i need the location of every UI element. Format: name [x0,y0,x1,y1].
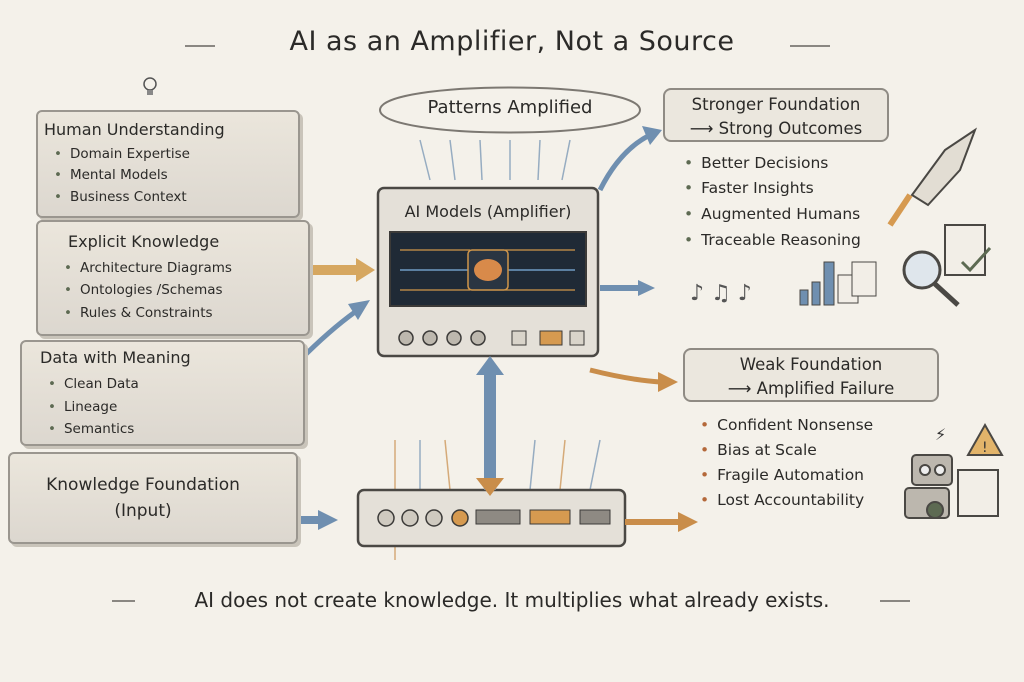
magnifier-icon [902,250,960,307]
human-understanding-panel: Human Understanding Domain Expertise Men… [36,110,300,218]
document-check-icon [944,224,992,276]
foundation-sublabel: (Input) [114,501,172,521]
list-item: Augmented Humans [684,205,860,223]
list-item: Lineage [48,399,117,415]
panel-title: Data with Meaning [40,348,191,367]
list-item: Architecture Diagrams [64,260,232,276]
ai-models-label: AI Models (Amplifier) [404,202,572,221]
list-item: Ontologies /Schemas [64,282,223,298]
list-item: Mental Models [54,167,168,183]
ai-model-monitor [376,186,600,358]
arrow-right-icon: ⟶ [689,119,719,138]
foundation-label: Knowledge Foundation [46,475,240,495]
svg-text:!: ! [982,440,988,456]
strong-line2: Strong Outcomes [718,119,863,138]
warning-icon: ! [966,422,1004,456]
patterns-amplified-label: Patterns Amplified [427,97,593,118]
list-item: Domain Expertise [54,146,190,162]
broken-robot-icon [904,454,999,519]
list-item: Confident Nonsense [700,416,873,434]
weak-line1: Weak Foundation [739,355,883,374]
brain-icon [474,259,502,281]
list-item: Semantics [48,421,134,437]
list-item: Business Context [54,189,187,205]
list-item: Rules & Constraints [64,305,213,321]
amplified-failure-box: Weak Foundation ⟶ Amplified Failure [683,348,939,402]
rocket-icon [887,127,978,227]
panel-title: Human Understanding [44,120,225,139]
knowledge-foundation-panel: Knowledge Foundation (Input) [8,452,298,544]
list-item: Lost Accountability [700,491,864,509]
strong-line1: Stronger Foundation [691,95,861,114]
list-item: Clean Data [48,376,139,392]
list-item: Fragile Automation [700,466,864,484]
music-notes-icon: ♪ ♫ ♪ [690,281,752,306]
list-item: Bias at Scale [700,441,817,459]
lightbulb-icon [143,77,157,95]
arrow-right-icon: ⟶ [727,379,757,398]
weak-line2: Amplified Failure [756,379,895,398]
panel-title: Explicit Knowledge [68,232,220,251]
lightning-icon: ⚡ [935,425,946,444]
list-item: Traceable Reasoning [684,231,861,249]
page-title: AI as an Amplifier, Not a Source [289,26,735,57]
strong-line2-row: ⟶ Strong Outcomes [665,117,887,141]
footer-tagline: AI does not create knowledge. It multipl… [194,588,830,612]
weak-line2-row: ⟶ Amplified Failure [685,377,937,401]
signal-lines [394,139,601,560]
explicit-knowledge-panel: Explicit Knowledge Architecture Diagrams… [36,220,310,336]
list-item: Better Decisions [684,154,828,172]
patterns-cloud [378,86,642,134]
chart-docs-icon [799,261,877,306]
strong-outcomes-box: Stronger Foundation ⟶ Strong Outcomes [663,88,889,142]
input-device [356,488,627,548]
list-item: Faster Insights [684,179,814,197]
data-with-meaning-panel: Data with Meaning Clean Data Lineage Sem… [20,340,305,446]
